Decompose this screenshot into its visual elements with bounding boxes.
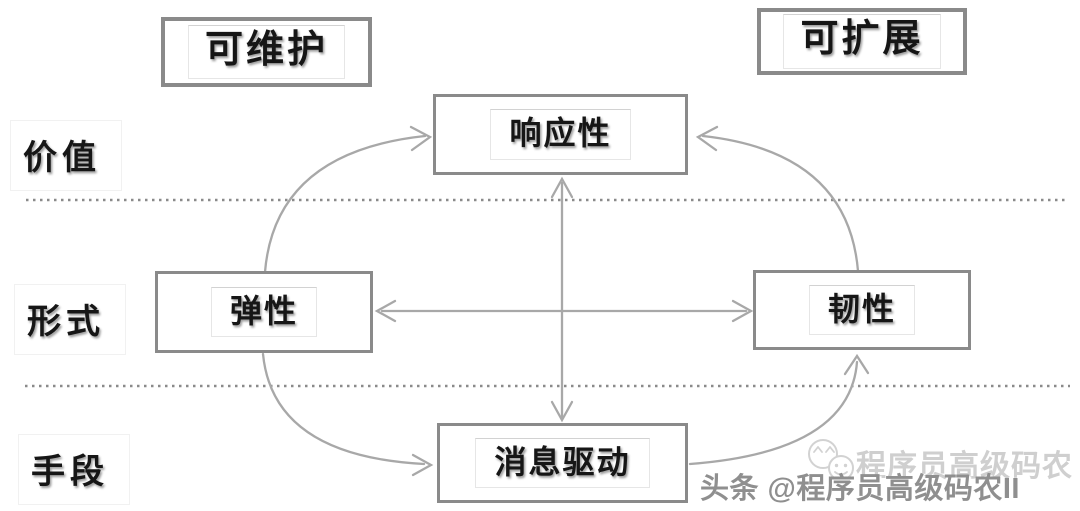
node-maintainable: 可维护 — [161, 17, 372, 87]
row-label-value: 价值 — [10, 120, 122, 191]
node-label: 可扩展 — [783, 14, 941, 69]
arrow-resilient-to-responsive — [695, 125, 860, 273]
arrow-elastic-resilient-horizontal — [374, 299, 754, 323]
node-label: 韧性 — [808, 284, 915, 336]
node-label: 可维护 — [187, 24, 345, 80]
node-message-driven: 消息驱动 — [437, 423, 688, 503]
arrow-messagedriven-to-resilient — [688, 353, 870, 466]
row-label-form: 形式 — [14, 284, 126, 355]
arrow-elastic-to-responsive — [263, 125, 433, 274]
arrow-elastic-to-messagedriven — [261, 352, 434, 477]
arrow-responsive-messagedriven-vertical — [550, 176, 574, 423]
node-label: 弹性 — [210, 286, 317, 338]
node-scalable: 可扩展 — [757, 8, 967, 75]
node-responsive: 响应性 — [433, 94, 688, 175]
node-elastic: 弹性 — [155, 271, 373, 353]
node-resilient: 韧性 — [753, 270, 971, 350]
row-label-means: 手段 — [18, 434, 130, 505]
node-label: 消息驱动 — [475, 437, 650, 489]
node-label: 响应性 — [490, 109, 631, 160]
